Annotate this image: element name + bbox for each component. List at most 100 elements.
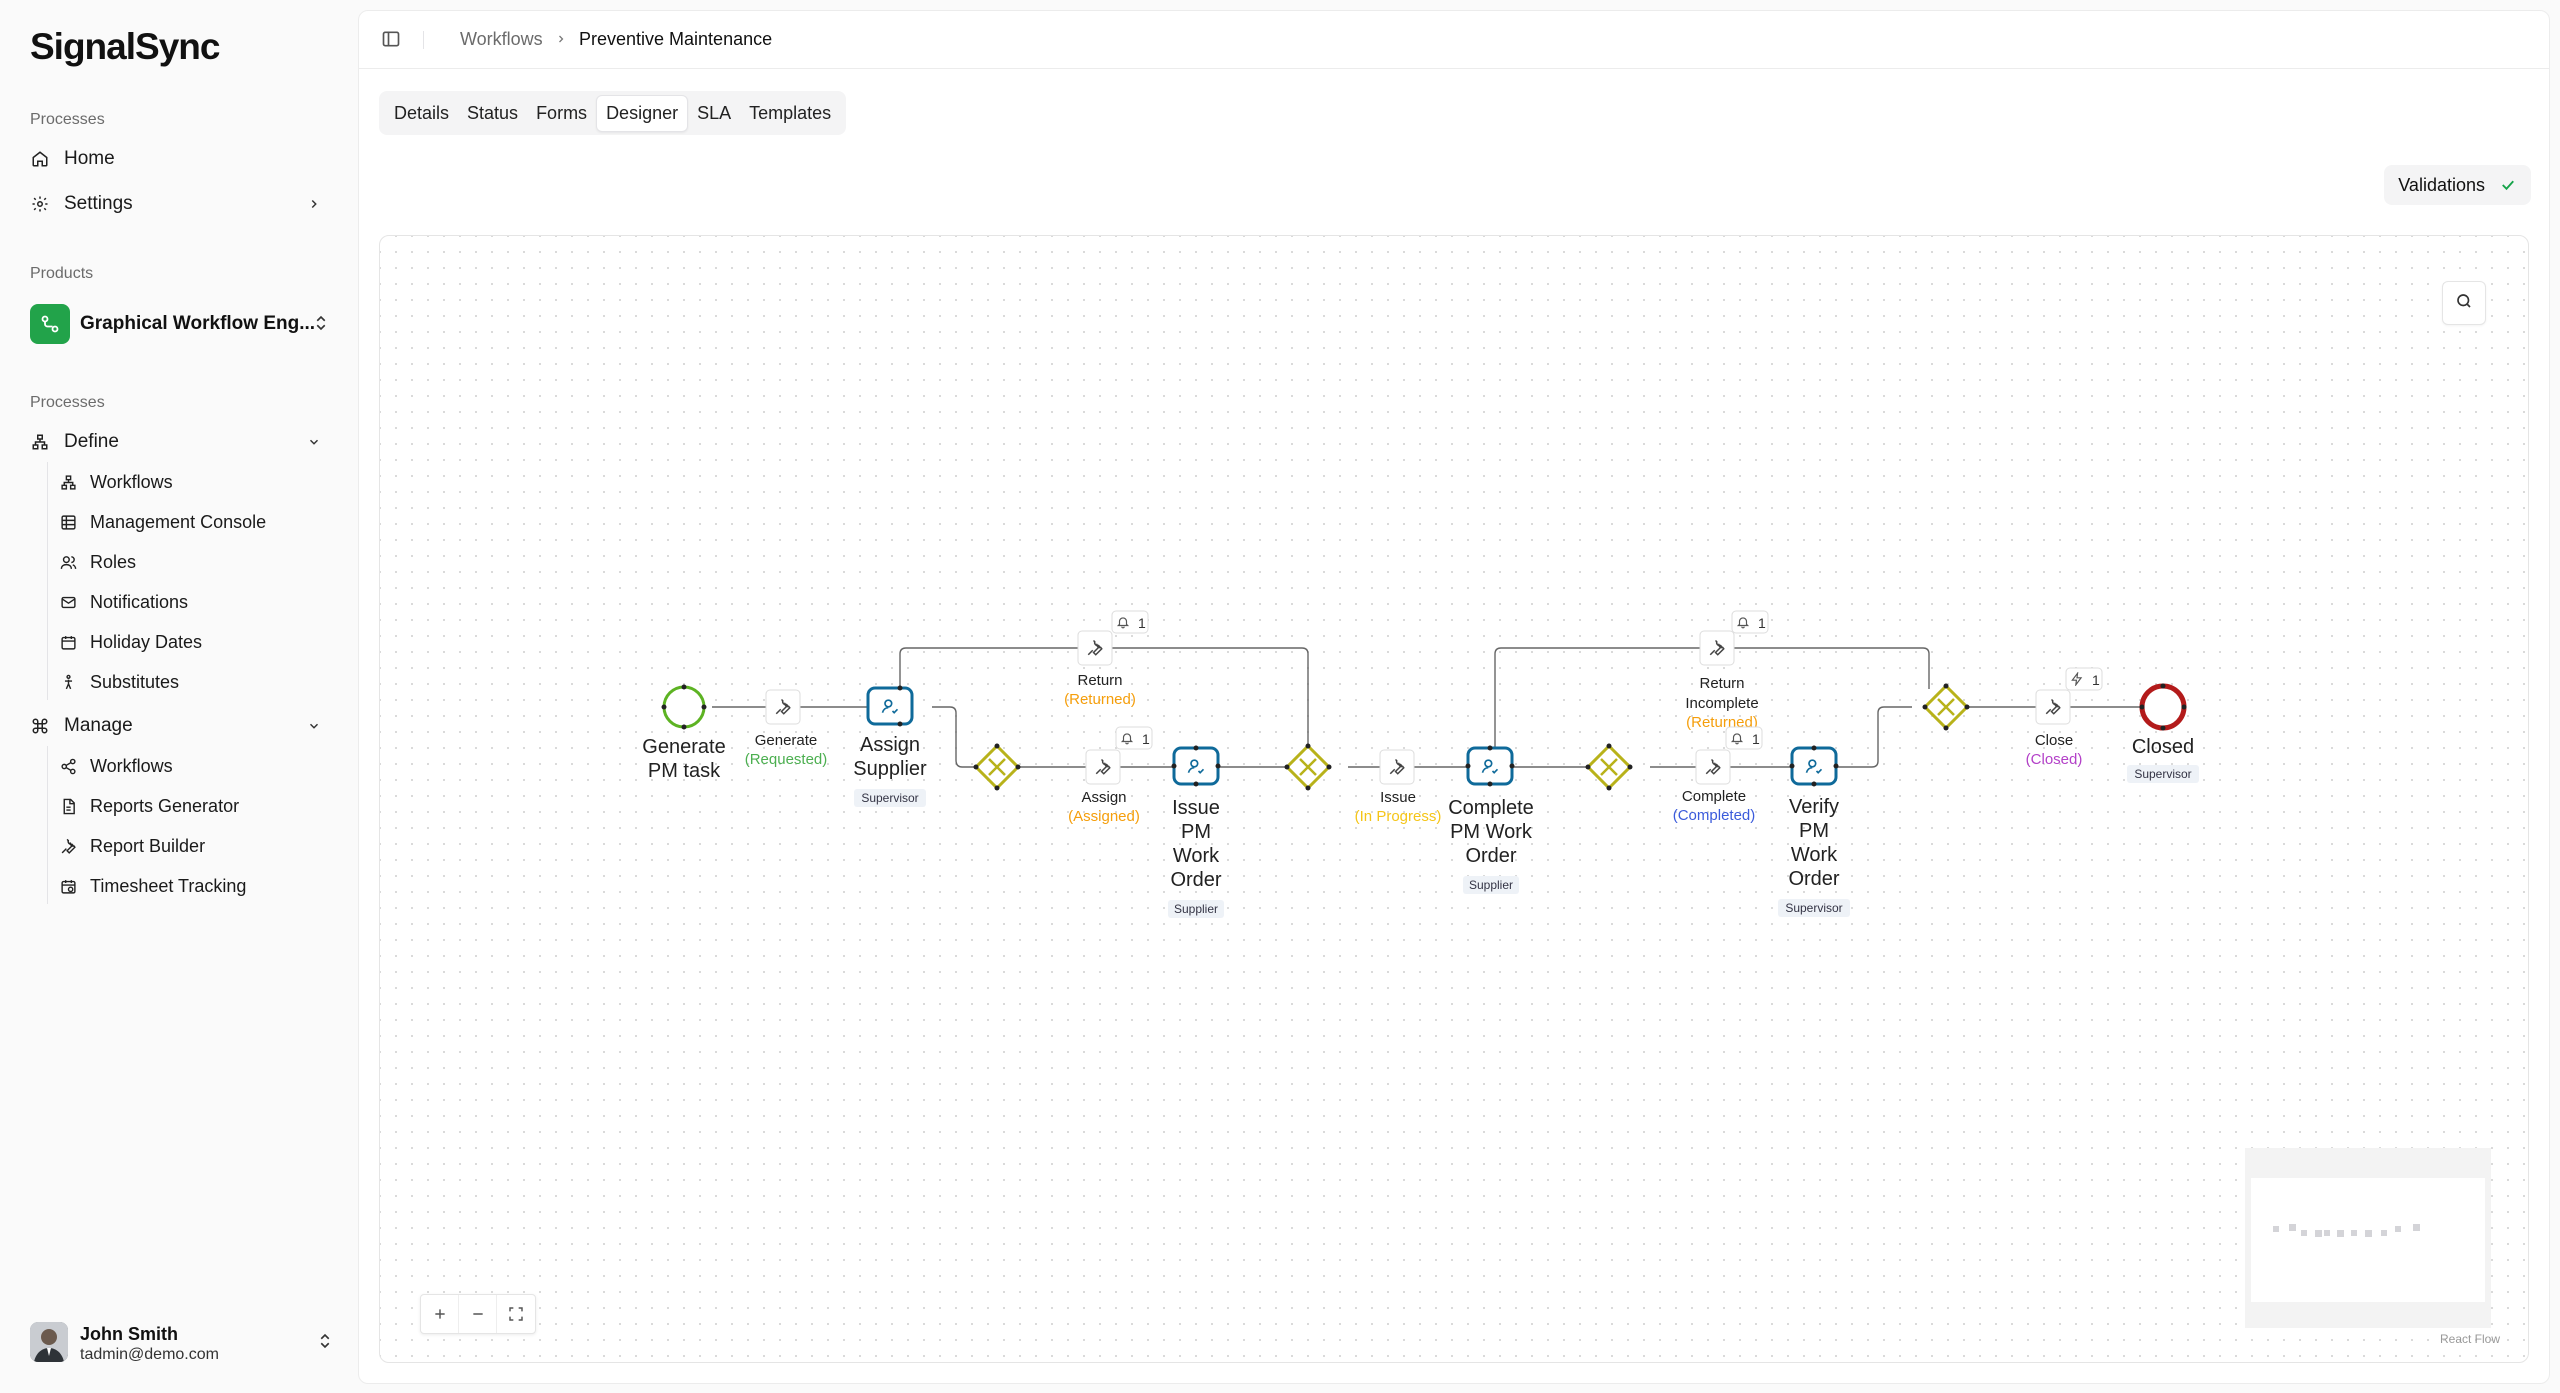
sidebar-item-workflows[interactable]: Workflows (58, 464, 334, 500)
plus-icon (434, 1309, 445, 1319)
notification-count: 1 (1758, 615, 1766, 631)
role-badge: Supervisor (861, 791, 918, 805)
wrench-icon (58, 836, 78, 856)
notification-count: 1 (1138, 615, 1146, 631)
sidebar-item-report-builder[interactable]: Report Builder (58, 828, 334, 864)
check-icon (2499, 176, 2517, 194)
node-label: Supplier (853, 758, 927, 780)
share-icon (58, 756, 78, 776)
chevrons-up-down-icon (316, 1332, 334, 1355)
transition-assign[interactable]: 1 Assign (Assigned) (1068, 726, 1153, 825)
avatar (30, 1322, 68, 1362)
workflow-icon (30, 432, 50, 452)
task-node-verify-pm-work-order[interactable]: Verify PM Work Order Supervisor (1778, 745, 1850, 918)
sidebar-item-timesheet-tracking[interactable]: Timesheet Tracking (58, 868, 334, 904)
node-label: Closed (2132, 736, 2194, 758)
transition-return-incomplete[interactable]: 1 Return Incomplete (Returned) (1685, 610, 1769, 731)
transition-issue[interactable]: Issue (In Progress) (1355, 749, 1442, 825)
zoom-out-button[interactable] (459, 1295, 497, 1333)
tab-bar: Details Status Forms Designer SLA Templa… (379, 91, 847, 135)
sidebar-item-roles[interactable]: Roles (58, 544, 334, 580)
transition-label: Assign (1081, 789, 1126, 806)
transition-status: (Completed) (1673, 807, 1756, 824)
transition-complete[interactable]: 1 Complete (Completed) (1673, 726, 1763, 824)
sidebar-item-settings[interactable]: Settings (26, 186, 334, 222)
role-badge: Supervisor (1785, 901, 1842, 915)
gateway-node[interactable] (1585, 743, 1633, 791)
product-switcher[interactable]: Graphical Workflow Eng... (30, 304, 334, 344)
node-label: PM task (648, 760, 721, 782)
notification-count: 1 (1142, 731, 1150, 747)
minus-icon (472, 1313, 483, 1315)
minimap[interactable] (2245, 1148, 2491, 1328)
mail-icon (58, 592, 78, 612)
node-label: Work (1791, 844, 1838, 866)
sidebar-item-label: Notifications (90, 591, 189, 612)
chevron-down-icon (304, 432, 324, 452)
role-badge: Supplier (1174, 902, 1218, 916)
node-label: PM (1181, 821, 1211, 843)
gateway-node[interactable] (1284, 743, 1332, 791)
transition-generate[interactable]: Generate (Requested) (745, 689, 828, 768)
sidebar-item-label: Manage (64, 715, 133, 736)
tab-status[interactable]: Status (467, 102, 519, 123)
sidebar: SignalSync Processes Home Settings Produ… (0, 0, 358, 1393)
task-node-issue-pm-work-order[interactable]: Issue PM Work Order Supplier (1168, 745, 1224, 919)
sidebar-item-label: Timesheet Tracking (90, 875, 247, 896)
task-node-assign-supplier[interactable]: Assign Supplier Supervisor (853, 685, 927, 808)
start-event-node[interactable]: Generate PM task (642, 684, 726, 783)
zoom-in-button[interactable] (421, 1295, 459, 1333)
transition-label: Complete (1682, 788, 1746, 805)
workflow-diagram[interactable]: Generate PM task Generate (Requested) As… (380, 236, 2529, 1363)
node-label: Complete (1448, 797, 1534, 819)
transition-status: (Returned) (1064, 691, 1136, 708)
gateway-node[interactable] (973, 743, 1021, 791)
sidebar-group-manage[interactable]: Manage (26, 708, 334, 744)
tree-guide (47, 746, 48, 904)
sidebar-item-notifications[interactable]: Notifications (58, 584, 334, 620)
gateway-node[interactable] (1922, 683, 1970, 731)
sidebar-item-holiday-dates[interactable]: Holiday Dates (58, 624, 334, 660)
canvas-search-button[interactable] (2442, 281, 2486, 325)
table-icon (58, 512, 78, 532)
sidebar-item-label: Holiday Dates (90, 631, 203, 652)
breadcrumb-workflows[interactable]: Workflows (460, 29, 543, 49)
edge (932, 706, 980, 768)
node-label: Assign (860, 734, 920, 756)
tab-sla[interactable]: SLA (697, 102, 732, 123)
sidebar-item-label: Management Console (90, 511, 267, 532)
sidebar-toggle-icon[interactable] (381, 29, 403, 51)
sidebar-group-define[interactable]: Define (26, 424, 334, 460)
user-menu[interactable]: John Smith tadmin@demo.com (30, 1322, 334, 1366)
role-badge: Supervisor (2134, 767, 2191, 781)
transition-label: Close (2035, 732, 2073, 749)
tab-designer[interactable]: Designer (596, 94, 689, 132)
fit-view-button[interactable] (497, 1295, 535, 1333)
workflow-canvas[interactable]: Generate PM task Generate (Requested) As… (379, 235, 2529, 1363)
node-label: Order (1788, 868, 1839, 890)
sidebar-item-home[interactable]: Home (26, 141, 334, 177)
sidebar-item-label: Settings (64, 193, 133, 214)
minimap-nodes (2273, 1224, 2420, 1237)
tab-forms[interactable]: Forms (536, 102, 588, 123)
node-label: Verify (1789, 796, 1839, 818)
chevron-right-icon (555, 32, 567, 50)
tab-details[interactable]: Details (394, 102, 450, 123)
task-node-complete-pm-work-order[interactable]: Complete PM Work Order Supplier (1448, 745, 1534, 895)
end-event-node[interactable]: Closed Supervisor (2127, 683, 2199, 784)
sidebar-item-substitutes[interactable]: Substitutes (58, 664, 334, 700)
sidebar-item-management-console[interactable]: Management Console (58, 504, 334, 540)
validations-button[interactable]: Validations (2384, 165, 2531, 205)
sidebar-item-reports-generator[interactable]: Reports Generator (58, 788, 334, 824)
users-icon (58, 552, 78, 572)
react-flow-attribution[interactable]: React Flow (2440, 1332, 2501, 1346)
transition-return[interactable]: 1 Return (Returned) (1064, 610, 1149, 708)
sidebar-item-manage-workflows[interactable]: Workflows (58, 748, 334, 784)
workflow-icon (58, 472, 78, 492)
fullscreen-icon (509, 1307, 523, 1321)
transition-close[interactable]: 1 Close (Closed) (2026, 667, 2103, 768)
role-badge: Supplier (1469, 878, 1513, 892)
transition-label: Incomplete (1685, 695, 1758, 712)
product-name: Graphical Workflow Eng... (80, 313, 316, 334)
tab-templates[interactable]: Templates (749, 102, 832, 123)
